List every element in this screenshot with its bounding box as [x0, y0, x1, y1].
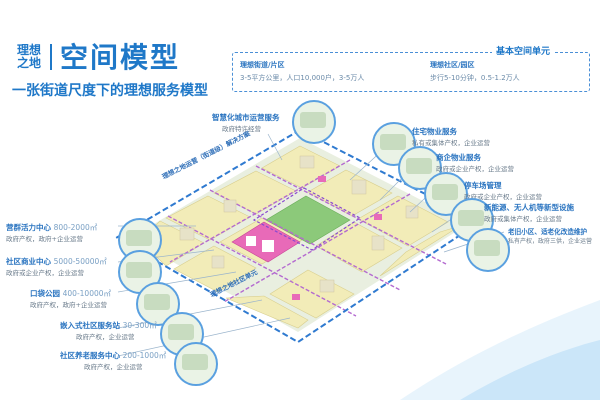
vitality-center-size: 800-2000㎡ [53, 223, 98, 232]
callout-new-energy: 新能源、无人机等新型设施 政府或集体产权，企业运营 [484, 202, 574, 223]
callout-parking: 停车场管理 政府或企业产权，企业运营 [464, 180, 542, 201]
service-station-name: 嵌入式社区服务站 [60, 321, 120, 330]
callout-service-station: 嵌入式社区服务站 30-300㎡ 政府产权，企业运营 [60, 320, 157, 341]
callout-commercial: 商企物业服务 政府或企业产权，企业运营 [436, 152, 514, 173]
unit-community-heading: 理想社区/园区 [430, 61, 475, 69]
vitality-center-name: 营群活力中心 [6, 223, 51, 232]
pink-markers [292, 176, 382, 300]
parking-title: 停车场管理 [464, 181, 502, 190]
smart-city-thumbnail [292, 100, 336, 144]
renovation-title: 老旧小区、适老化改造维护 [508, 228, 588, 236]
pocket-park-desc: 政府产权，政府+企业运营 [30, 301, 107, 309]
page-title: 空间模型 [60, 41, 181, 74]
callout-renovation: 老旧小区、适老化改造维护 私有产权，政府三供，企业运营 [508, 226, 592, 245]
service-station-desc: 政府产权，企业运营 [76, 333, 135, 341]
commercial-center-size: 5000-50000㎡ [53, 257, 107, 266]
brand-logo: 理想 之地 [12, 44, 46, 70]
unit-street-heading: 理想街道/片区 [240, 61, 285, 69]
pocket-park-name: 口袋公园 [30, 289, 60, 298]
logo-line-1: 理想 [16, 43, 41, 57]
community-center-buildings [246, 236, 274, 252]
callout-pocket-park: 口袋公园 400-10000㎡ 政府产权，政府+企业运营 [30, 288, 111, 309]
callout-commercial-center: 社区商业中心 5000-50000㎡ 政府或企业产权，企业运营 [6, 256, 107, 277]
buildings [179, 155, 419, 293]
central-park [265, 195, 351, 245]
callout-elderly-center: 社区养老服务中心 200-1000㎡ 政府产权，企业运营 [60, 350, 166, 371]
callout-residential: 住宅物业服务 私有或集体产权，企业运营 [412, 126, 490, 147]
smart-city-title: 智慧化城市运营服务 [212, 113, 280, 122]
basic-unit-title: 基本空间单元 [492, 44, 555, 57]
elderly-center-name: 社区养老服务中心 [60, 351, 120, 360]
new-energy-desc: 政府或集体产权，企业运营 [484, 215, 562, 223]
unit-street-detail: 3-5平方公里，人口10,000户，3-5万人 [240, 74, 365, 82]
commercial-desc: 政府或企业产权，企业运营 [436, 165, 514, 173]
new-energy-title: 新能源、无人机等新型设施 [484, 203, 574, 212]
callout-smart-city: 智慧化城市运营服务 政府特许经营 [212, 112, 280, 133]
commercial-center-desc: 政府或企业产权，企业运营 [6, 269, 84, 277]
elderly-center-size: 200-1000㎡ [122, 351, 167, 360]
unit-community-detail: 步行5-10分钟，0.5-1.2万人 [430, 74, 520, 82]
parking-thumbnail [424, 172, 468, 216]
residential-desc: 私有或集体产权，企业运营 [412, 139, 490, 147]
logo-divider [50, 44, 52, 70]
service-station-size: 30-300㎡ [122, 321, 157, 330]
pocket-park-thumbnail [136, 282, 180, 326]
smart-city-desc: 政府特许经营 [222, 125, 261, 133]
community-boundary [252, 187, 362, 251]
unit-street: 理想街道/片区 3-5平方公里，人口10,000户，3-5万人 [240, 60, 364, 83]
vitality-center-desc: 政府产权，政府+企业运营 [6, 235, 83, 243]
commercial-title: 商企物业服务 [436, 153, 481, 162]
logo-line-2: 之地 [16, 56, 41, 70]
residential-title: 住宅物业服务 [412, 127, 457, 136]
renovation-desc: 私有产权，政府三供，企业运营 [508, 238, 593, 245]
elderly-center-desc: 政府产权，企业运营 [84, 363, 143, 371]
elderly-center-thumbnail [174, 342, 218, 386]
parking-desc: 政府或企业产权，企业运营 [464, 193, 542, 201]
renovation-thumbnail [466, 228, 510, 272]
unit-community: 理想社区/园区 步行5-10分钟，0.5-1.2万人 [430, 60, 520, 83]
basic-unit-box [232, 52, 590, 92]
page-subtitle: 一张街道尺度下的理想服务模型 [12, 83, 208, 99]
callout-vitality-center: 营群活力中心 800-2000㎡ 政府产权，政府+企业运营 [6, 222, 97, 243]
pocket-park-size: 400-10000㎡ [62, 289, 112, 298]
commercial-center-name: 社区商业中心 [6, 257, 51, 266]
road-network [167, 159, 447, 317]
